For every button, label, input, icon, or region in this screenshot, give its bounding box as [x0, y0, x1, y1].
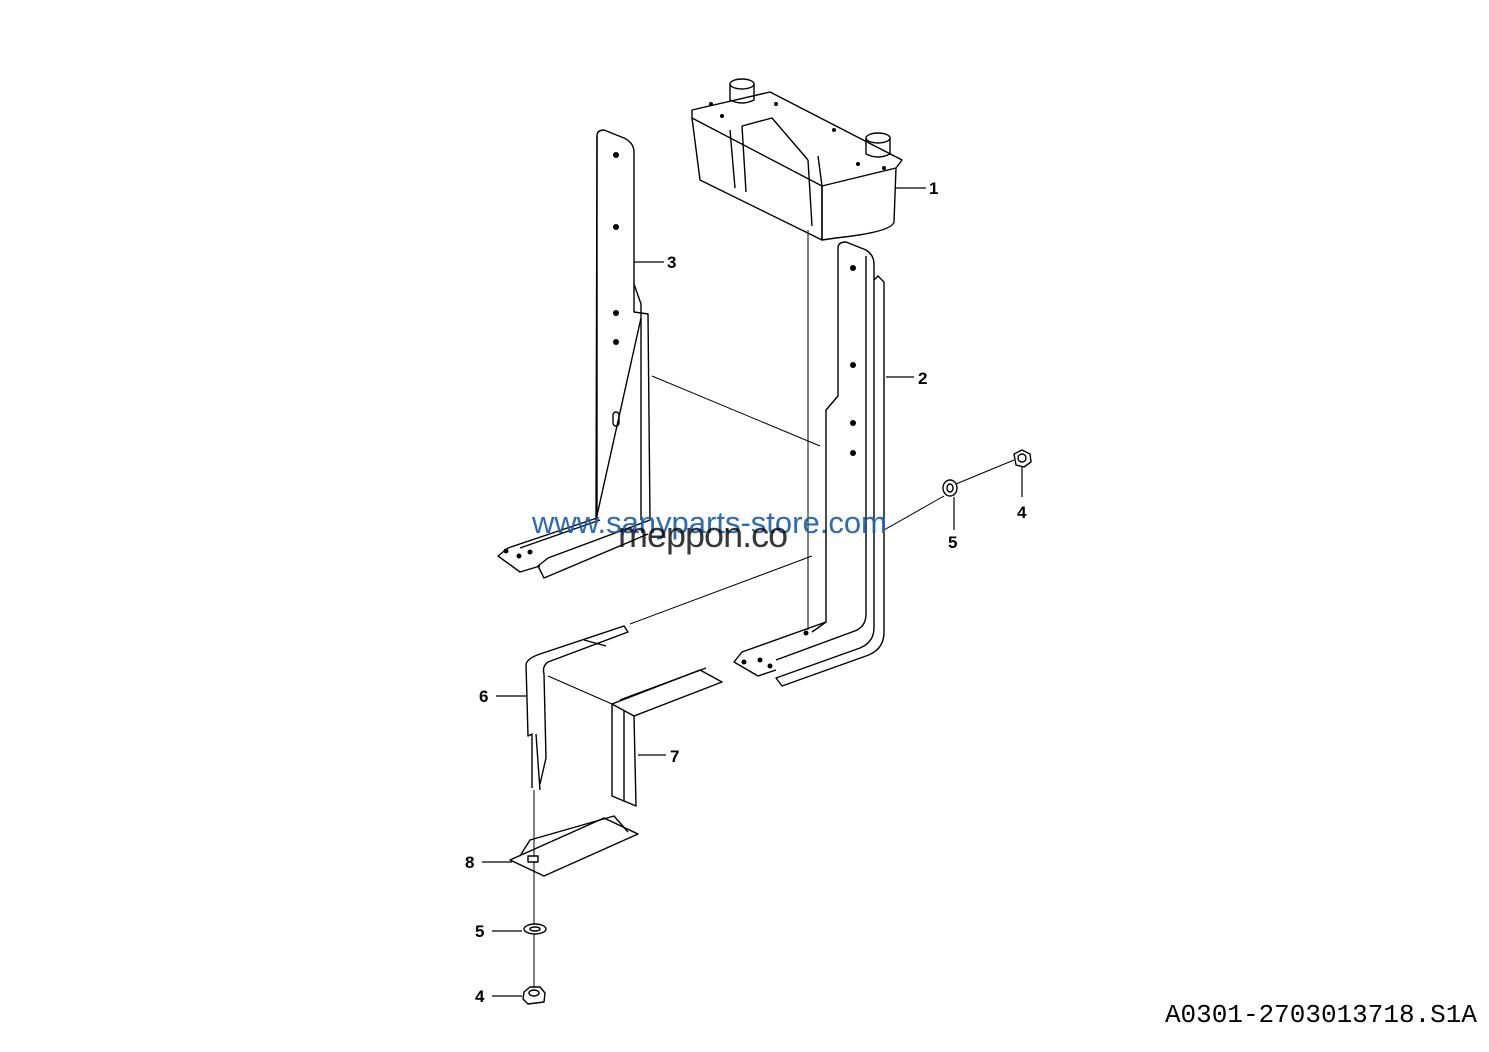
callout-3: 3 — [667, 253, 676, 272]
callout-leaders — [482, 187, 1023, 997]
callout-5-upper: 5 — [948, 533, 957, 552]
callout-labels: 1 2 3 4 5 6 7 8 5 4 — [465, 179, 1027, 1006]
watermark-brand: meppon.co — [618, 514, 788, 555]
part-5-washer-lower — [523, 923, 547, 935]
callout-4-lower: 4 — [475, 987, 485, 1006]
callout-4-upper: 4 — [1017, 503, 1027, 522]
watermark-site-url: www.sanyparts-store.com — [532, 505, 887, 540]
callout-6: 6 — [479, 687, 488, 706]
callout-5-lower: 5 — [475, 922, 484, 941]
part-5-washer-upper — [942, 479, 958, 497]
part-8-plate — [509, 815, 639, 877]
callout-8: 8 — [465, 853, 474, 872]
callout-2: 2 — [918, 369, 927, 388]
drawing-code: A0301-2703013718.S1A — [1164, 1000, 1477, 1030]
part-6-support-rod — [525, 625, 629, 791]
part-3-left-bracket — [497, 129, 651, 579]
part-4-nut-lower — [522, 986, 546, 1005]
part-7-angle-bracket — [611, 667, 723, 807]
callout-1: 1 — [929, 179, 938, 198]
assembly-lines — [533, 230, 1015, 988]
callout-7: 7 — [670, 747, 679, 766]
part-4-nut-upper — [1013, 449, 1032, 468]
part-2-right-bracket — [733, 241, 885, 687]
part-1-oil-cooler — [691, 78, 903, 241]
